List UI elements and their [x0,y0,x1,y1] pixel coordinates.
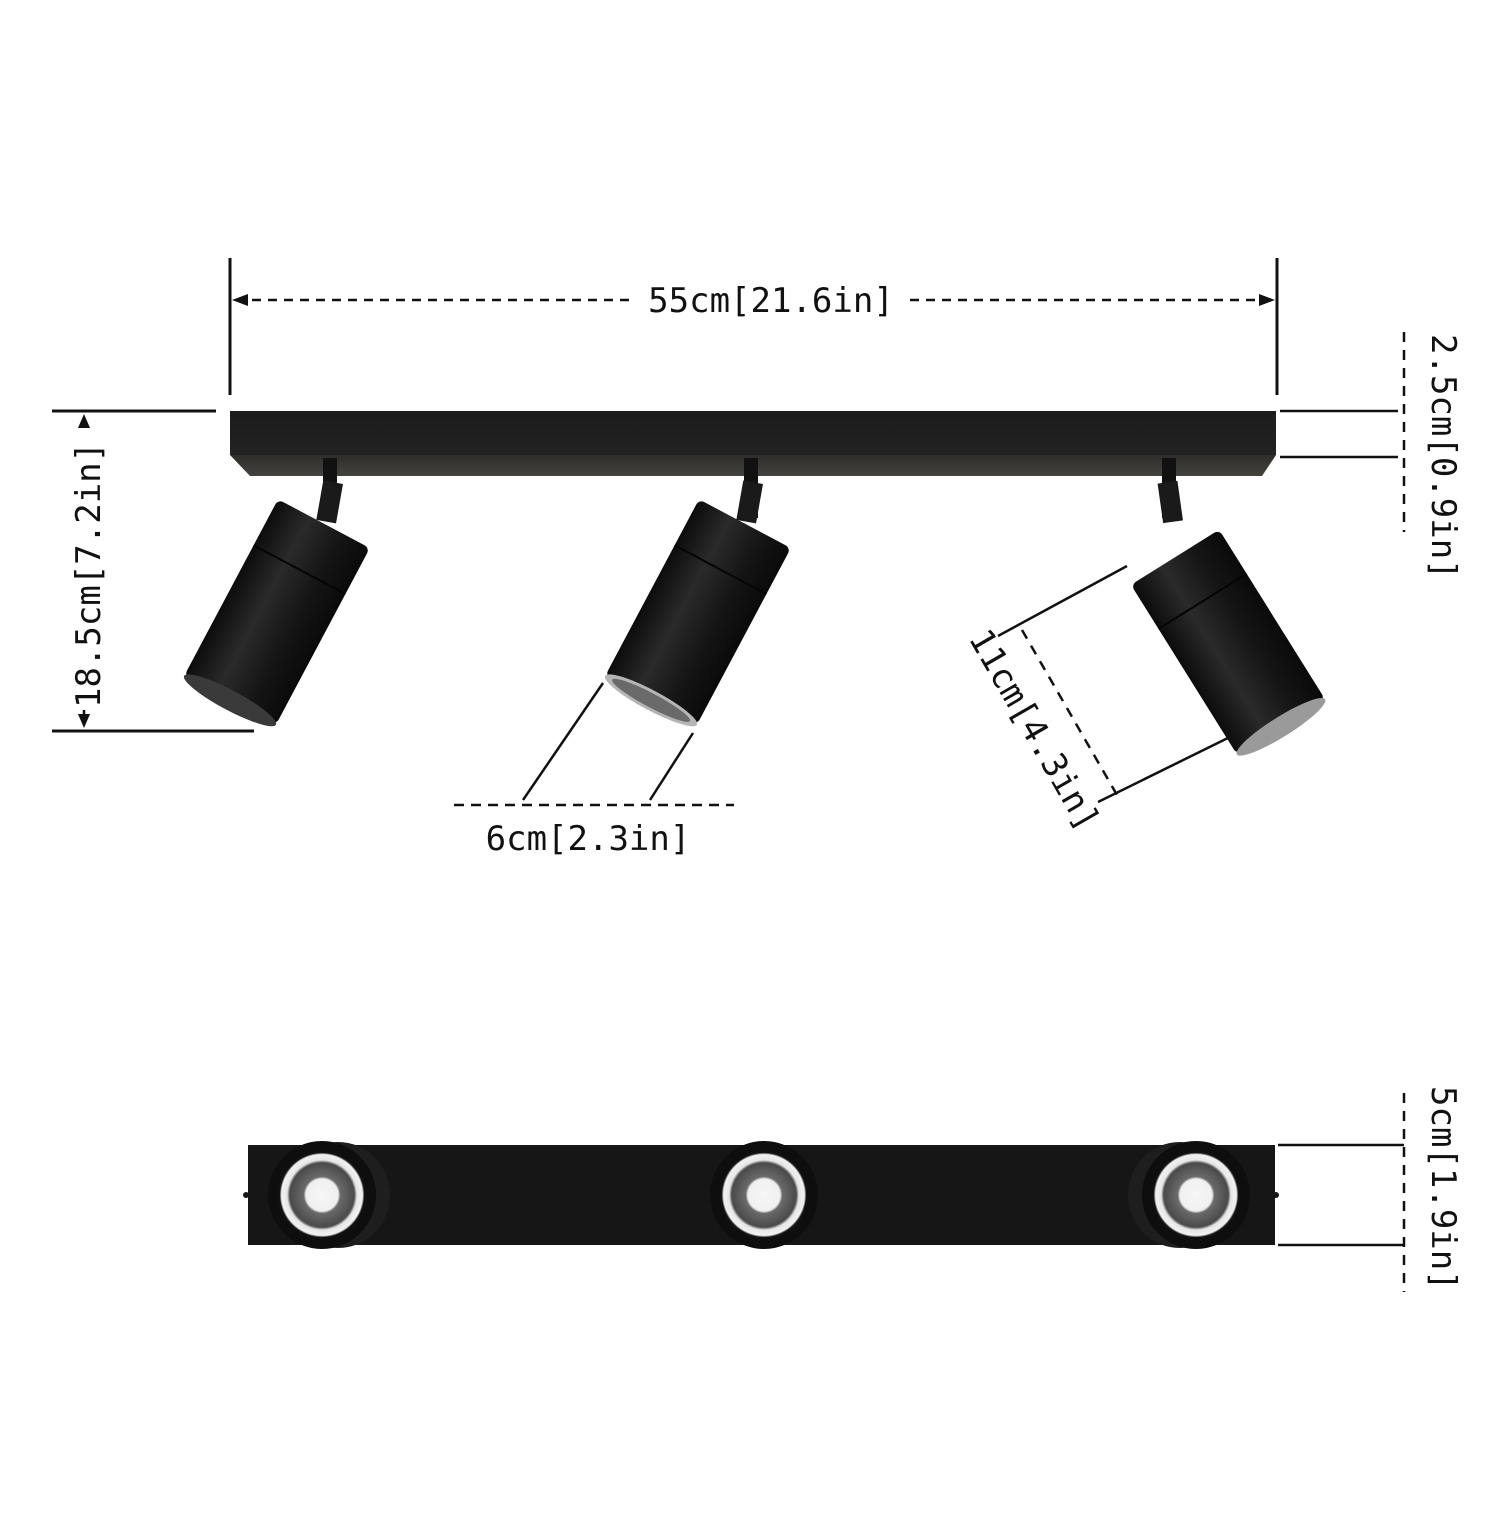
cylinder-body [186,501,368,723]
arrow-down-icon [78,714,90,728]
spotlight-head-1 [183,458,368,727]
bar-width-dimension: 5cm[1.9in] [1278,1086,1463,1292]
head-diameter-dimension: 6cm[2.3in] [454,682,734,859]
overall-length-dimension: 55cm[21.6in] [228,258,1279,395]
spotlight-head-2 [604,458,789,727]
head-diameter-label: 6cm[2.3in] [486,819,691,859]
overall-length-label: 55cm[21.6in] [648,281,894,321]
arrow-right-icon [1259,294,1275,306]
extension-line-left [521,682,605,801]
overall-height-label: 18.5cm[7.2in] [69,442,109,708]
arrow-left-icon [232,294,248,306]
bar-thickness-label: 2.5cm[0.9in] [1423,334,1463,580]
cylinder-body [607,501,789,723]
overall-height-dimension: 18.5cm[7.2in] [52,409,254,733]
spotlight-head-3 [1133,458,1326,756]
bottom-head-2 [710,1141,818,1249]
mounting-bar [230,411,1276,476]
bottom-view [243,1141,1279,1249]
dimension-line [1020,629,1119,796]
arrow-up-icon [78,414,90,428]
lens-icon [276,1149,368,1241]
bottom-head-1 [268,1141,390,1249]
bar-thickness-dimension: 2.5cm[0.9in] [1280,332,1463,580]
cylinder-body [1133,531,1323,753]
side-view [183,411,1326,756]
bar-width-label: 5cm[1.9in] [1423,1086,1463,1291]
lens-icon [1150,1149,1242,1241]
extension-line-right [648,732,695,801]
extension-line-top [997,564,1128,638]
head-length-label: 11cm[4.3in] [960,623,1107,838]
lens-icon [718,1149,810,1241]
lens-rim [1236,697,1326,756]
lens-rim [183,674,277,727]
bottom-head-3 [1128,1141,1250,1249]
extension-line-bottom [1097,732,1237,804]
